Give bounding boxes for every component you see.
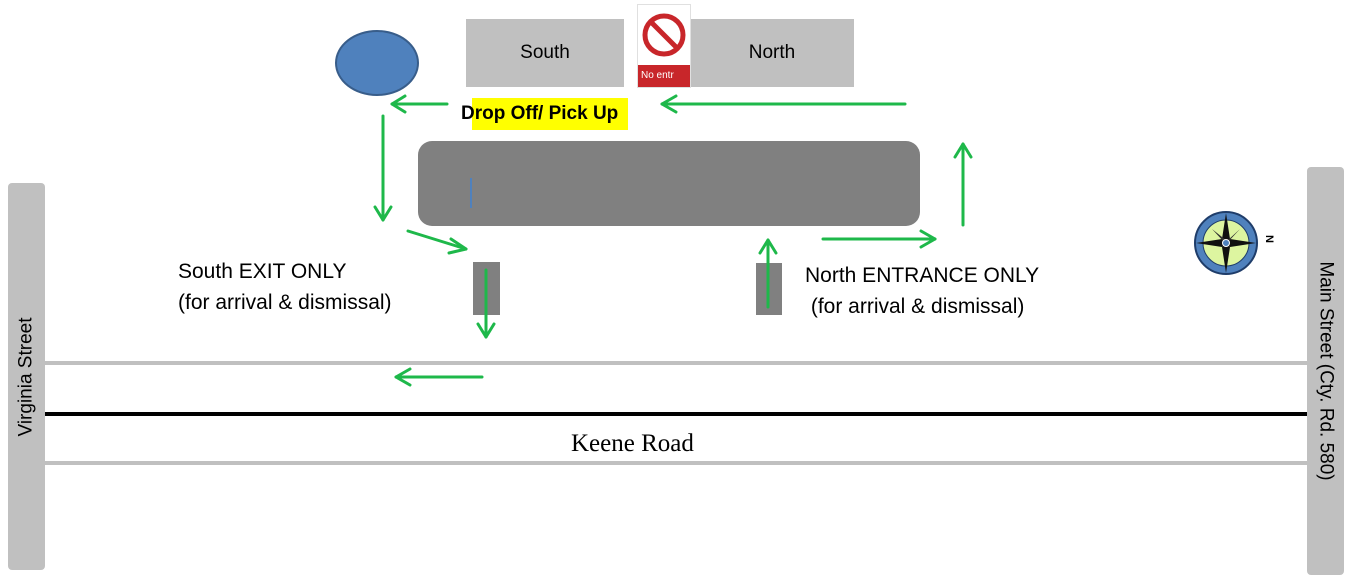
arrow-up-east-side [953,142,973,227]
no-entry-sign-text: No entr [638,65,690,87]
no-entry-sign: No entr [637,4,691,88]
north-parking-label: North [748,42,796,63]
arrow-up-north-entrance [758,238,778,309]
north-parking-box: North [690,19,854,87]
compass-icon: N [1192,208,1282,278]
south-parking-label: South [520,42,570,63]
south-parking-box: South [466,19,624,87]
building-marker [470,178,472,208]
arrow-diagonal-to-exit [406,229,468,255]
keene-road-label: Keene Road [571,430,694,457]
arrow-left-to-drop-off [660,94,907,114]
north-entrance-label: North ENTRANCE ONLY (for arrival & dismi… [805,264,1040,318]
arrow-down-west-side [373,114,393,222]
drop-off-highlight [472,98,628,130]
blue-circle-marker [335,30,419,96]
arrow-left-on-keene [394,367,484,387]
arrow-left-past-drop-off [390,94,449,114]
arrow-right-east-side [821,229,937,249]
school-building [418,141,920,226]
drop-off-label: Drop Off/ Pick Up [461,103,619,124]
main-street: Main Street (Cty. Rd. 580) [1307,167,1344,575]
road-edge-north [45,361,1307,365]
road-edge-south [45,461,1307,465]
south-exit-label: South EXIT ONLY (for arrival & dismissal… [178,260,392,314]
keene-road-centerline [45,412,1307,416]
no-entry-icon [642,13,686,57]
virginia-street: Virginia Street [8,183,45,570]
arrow-down-south-exit [476,268,496,339]
